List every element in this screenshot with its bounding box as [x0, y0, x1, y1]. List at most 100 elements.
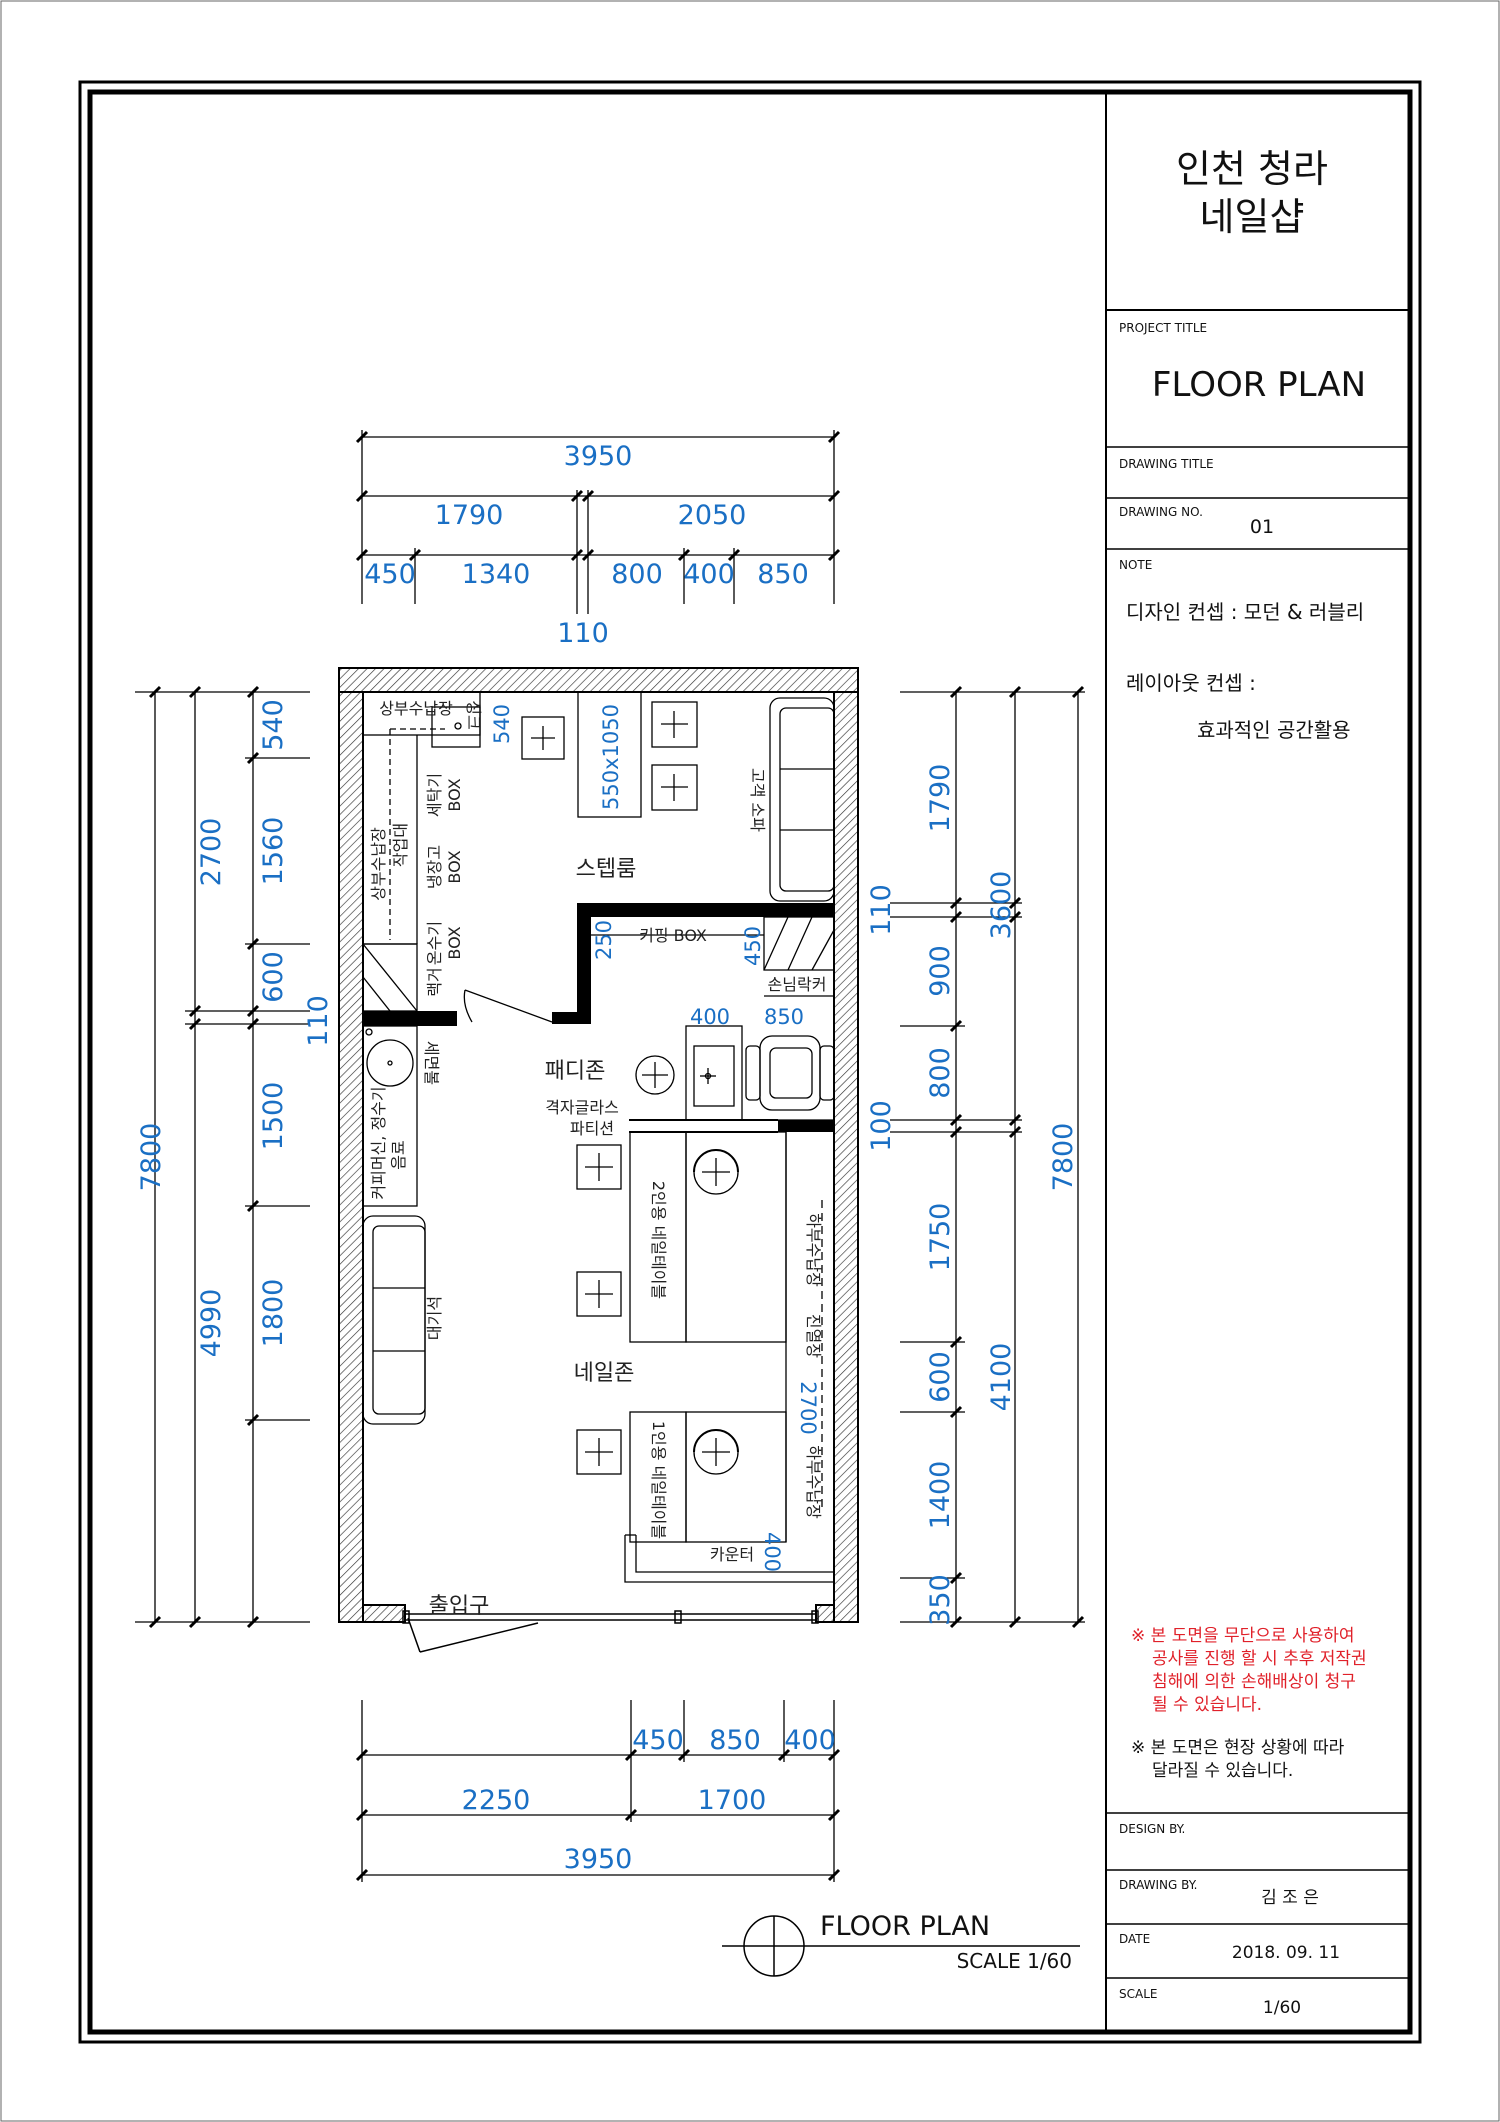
left-total-dim: 7800 — [136, 1123, 167, 1192]
bottom-total-dim: 3950 — [564, 1844, 633, 1875]
right-detail-dim-4: 800 — [925, 1047, 956, 1099]
warning-line-1: ※ 본 도면을 무단으로 사용하여 — [1131, 1626, 1355, 1646]
storage-dim-2700: 2700 — [796, 1381, 820, 1434]
keeping-box-label: 키핑 BOX — [639, 926, 707, 945]
nail-table-1-label: 1인용 네일테이블 — [649, 1421, 668, 1539]
entrance-door — [402, 1610, 819, 1653]
sheet-frame-outer — [78, 80, 1422, 2044]
right-detail-dim-2: 110 — [866, 884, 897, 936]
glass-partition-label-a: 격자글라스 — [545, 1098, 619, 1117]
drawing-no-label: DRAWING NO. — [1119, 505, 1203, 519]
coffee-machine-label-a: 커피머신, 정수기 — [369, 1086, 388, 1199]
left-dimensions — [135, 685, 310, 1629]
building-walls — [338, 667, 859, 1623]
nail-zone-label: 네일존 — [574, 1361, 635, 1386]
table-dim-550x1050: 550x1050 — [599, 704, 623, 810]
bottom-detail-dim-2: 850 — [709, 1725, 761, 1756]
sheet-frame-inner — [87, 89, 1413, 2035]
drawing-no-value: 01 — [1250, 516, 1274, 538]
heater-box-label-b: BOX — [445, 926, 464, 959]
pedi-zone-label: 패디존 — [545, 1059, 606, 1084]
upper-storage-label: 상부수납장 — [379, 699, 453, 718]
sink-work-area — [362, 691, 698, 1012]
bottom-detail-dim-3: 400 — [784, 1725, 836, 1756]
right-mid-dim-2: 4100 — [986, 1343, 1017, 1412]
plan-caption-title: FLOOR PLAN — [820, 1911, 990, 1942]
project-title-label: PROJECT TITLE — [1119, 321, 1207, 335]
work-table-label-a: 상부수납장 — [369, 827, 388, 901]
date-label: DATE — [1119, 1932, 1150, 1946]
wall-dim-450: 450 — [741, 926, 765, 966]
rack-label: 랙거 — [425, 967, 444, 996]
bottom-mid-dim-2: 1700 — [698, 1785, 767, 1816]
top-total-dim: 3950 — [564, 441, 633, 472]
note-design-concept: 디자인 컨셉 : 모던 & 러블리 — [1126, 600, 1364, 624]
nail-table-2-label: 2인용 네일테이블 — [649, 1181, 668, 1299]
right-detail-dim-8: 1400 — [925, 1461, 956, 1530]
wash-basin-area — [362, 1025, 418, 1207]
right-dimensions — [890, 685, 1085, 1629]
note-layout-value: 효과적인 공간활용 — [1197, 718, 1351, 742]
wall-dim-250: 250 — [592, 920, 616, 960]
warning-line-3: 침해에 의한 손해배상이 청구 — [1152, 1672, 1356, 1692]
drawing-title-value: FLOOR PLAN — [1152, 365, 1366, 405]
drawing-title-label: DRAWING TITLE — [1119, 457, 1214, 471]
project-name-line1: 인천 청라 — [1176, 147, 1328, 191]
entrance-label: 출입구 — [429, 1594, 490, 1619]
bottom-mid-dim-1: 2250 — [462, 1785, 531, 1816]
site-notice: ※ 본 도면은 현장 상황에 따라 달라질 수 있습니다. — [1131, 1738, 1345, 1781]
waiting-seat-label: 대기석 — [425, 1296, 444, 1340]
plan-caption: FLOOR PLAN SCALE 1/60 — [722, 1911, 1080, 1977]
right-detail-dim-9: 350 — [925, 1574, 956, 1626]
pedi-zone-furniture — [635, 1025, 835, 1121]
note-label: NOTE — [1119, 558, 1152, 572]
left-detail-dim-1: 540 — [258, 699, 289, 751]
wash-basin-label: 세면볼 — [422, 1041, 441, 1085]
copyright-warning: ※ 본 도면을 무단으로 사용하여 공사를 진행 할 시 추후 저작권 침해에 … — [1131, 1626, 1367, 1715]
bottom-dimensions — [355, 1700, 841, 1882]
right-detail-dim-1: 1790 — [925, 764, 956, 833]
washer-box-label-a: 세탁기 — [425, 773, 444, 817]
date-value: 2018. 09. 11 — [1232, 1943, 1340, 1963]
left-gap-dim: 110 — [303, 995, 334, 1047]
work-table-label-b: 작업대 — [391, 823, 410, 867]
counter-dim-400: 400 — [760, 1532, 784, 1572]
title-block: 인천 청라 네일샵 PROJECT TITLE FLOOR PLAN DRAWI… — [1105, 92, 1410, 2032]
top-detail-dim-5: 850 — [757, 559, 809, 590]
top-dimensions — [355, 430, 841, 614]
left-mid-dim-1: 2700 — [196, 818, 227, 887]
warning-line-2: 공사를 진행 할 시 추후 저작권 — [1152, 1649, 1367, 1669]
fridge-box-label-b: BOX — [445, 850, 464, 883]
notice-line-2: 달라질 수 있습니다. — [1152, 1761, 1293, 1781]
warning-line-4: 될 수 있습니다. — [1152, 1695, 1262, 1715]
right-storage-upper-label: 하부수납장 — [804, 1213, 823, 1287]
top-detail-dim-1: 450 — [364, 559, 416, 590]
right-storage-lower-label: 하부수납장 — [804, 1445, 823, 1519]
left-detail-dim-4: 1500 — [258, 1082, 289, 1151]
right-detail-dim-6: 1750 — [925, 1203, 956, 1272]
fridge-box-label-a: 냉장고 — [425, 845, 444, 889]
project-name-line2: 네일샵 — [1200, 195, 1305, 239]
washer-box-label-b: BOX — [445, 778, 464, 811]
scale-value: 1/60 — [1263, 1998, 1301, 2018]
pedi-dim-850: 850 — [764, 1005, 804, 1029]
guest-locker-label: 손님락커 — [768, 975, 827, 994]
right-total-dim: 7800 — [1048, 1123, 1079, 1192]
nail-zone-furniture — [576, 1131, 835, 1583]
bottom-detail-dim-1: 450 — [632, 1725, 684, 1756]
pedi-dim-400: 400 — [690, 1005, 730, 1029]
right-detail-dim-5: 100 — [866, 1100, 897, 1152]
design-by-label: DESIGN BY. — [1119, 1822, 1185, 1836]
staff-room-door — [463, 989, 553, 1023]
waiting-sofa — [362, 1215, 426, 1425]
counter-label: 카운터 — [710, 1545, 754, 1564]
top-mid-dim-1: 1790 — [435, 500, 504, 531]
glass-partition-label-b: 파티션 — [570, 1119, 614, 1138]
right-mid-dim-1: 3600 — [986, 871, 1017, 940]
sink-label: 싱크 — [464, 700, 483, 729]
left-mid-dim-2: 4990 — [196, 1289, 227, 1358]
top-detail-dim-2: 1340 — [462, 559, 531, 590]
top-detail-dim-4: 400 — [683, 559, 735, 590]
